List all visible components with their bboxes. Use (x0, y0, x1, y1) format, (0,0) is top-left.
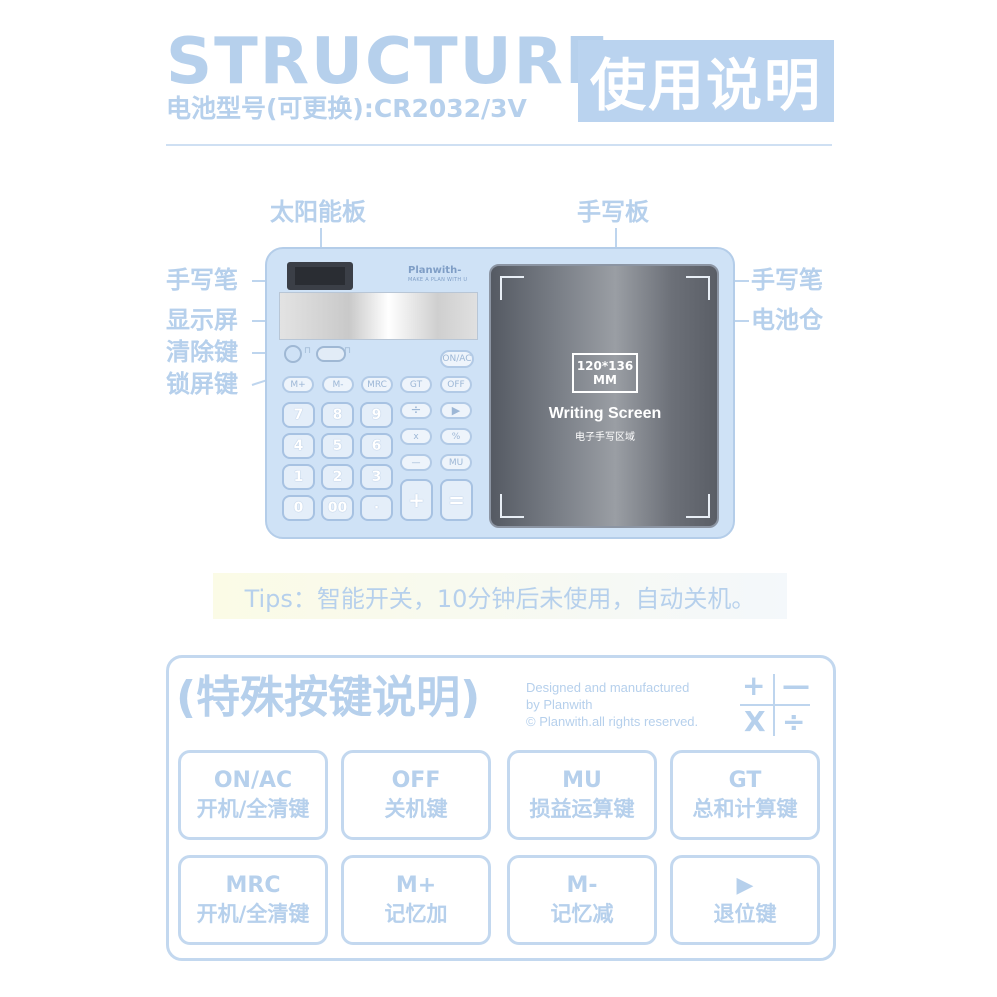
screen-size-unit: MM (593, 373, 617, 387)
play-icon: ▶ (736, 873, 754, 898)
screen-size-value: 120*136 (576, 358, 634, 373)
credits-line: Designed and manufactured (526, 680, 690, 695)
special-key-name: GT (728, 768, 762, 793)
key-7[interactable]: 7 (282, 402, 315, 428)
key-00[interactable]: 00 (321, 495, 354, 521)
key-m-minus[interactable]: M- (322, 376, 354, 393)
key-mu[interactable]: MU (440, 454, 472, 471)
key-minus[interactable]: — (400, 454, 432, 471)
special-keys-panel (166, 655, 836, 961)
special-key-m-minus: M- 记忆减 (507, 855, 657, 945)
key-9[interactable]: 9 (360, 402, 393, 428)
special-key-desc: 退位键 (713, 902, 777, 926)
key-3[interactable]: 3 (360, 464, 393, 490)
special-key-on-ac: ON/AC 开机/全清键 (178, 750, 328, 840)
operators-icon: + — X ÷ (738, 672, 812, 738)
key-2[interactable]: 2 (321, 464, 354, 490)
special-key-name: ON/AC (213, 768, 293, 793)
screen-corner-br (686, 494, 710, 518)
plus-icon: + (742, 669, 766, 702)
lock-screen-switch[interactable] (316, 346, 346, 362)
divide-icon: ÷ (782, 705, 806, 738)
key-percent[interactable]: % (440, 428, 472, 445)
screen-corner-tr (686, 276, 710, 300)
special-key-mu: MU 损益运算键 (507, 750, 657, 840)
special-key-desc: 开机/全清键 (196, 797, 310, 821)
callout-lock-key: 锁屏键 (166, 370, 238, 398)
key-mrc[interactable]: MRC (361, 376, 393, 393)
multiply-icon: X (744, 705, 766, 738)
special-keys-title: (特殊按键说明) (176, 672, 481, 723)
tips-banner: Tips：智能开关，10分钟后未使用，自动关机。 (213, 573, 787, 619)
solar-panel (287, 262, 353, 290)
usage-instructions-badge: 使用说明 (578, 40, 834, 122)
key-multiply[interactable]: x (400, 428, 432, 445)
callout-battery-line (735, 320, 749, 322)
screen-corner-tl (500, 276, 524, 300)
callout-clear-key: 清除键 (166, 338, 238, 366)
callout-solar-panel: 太阳能板 (270, 198, 366, 226)
key-plus[interactable]: + (400, 479, 433, 521)
callout-stylus-right: 手写笔 (751, 266, 823, 294)
key-backspace[interactable]: ▶ (440, 402, 472, 419)
key-divide[interactable]: ÷ (400, 402, 432, 419)
callout-display: 显示屏 (166, 306, 238, 334)
callout-stylus-right-line (735, 280, 749, 282)
writing-screen-label: Writing Screen (548, 405, 662, 422)
brand-logo: Planwith- (408, 265, 462, 276)
key-equals[interactable]: = (440, 479, 473, 521)
special-key-m-plus: M+ 记忆加 (341, 855, 491, 945)
special-key-desc: 损益运算键 (529, 797, 635, 821)
key-gt[interactable]: GT (400, 376, 432, 393)
special-key-name: M- (566, 873, 598, 898)
credits-line: by Planwith (526, 697, 593, 712)
key-off[interactable]: OFF (440, 376, 472, 393)
special-key-name: MRC (225, 873, 281, 898)
battery-model-subtitle: 电池型号(可更换):CR2032/3V (166, 94, 527, 123)
special-key-mrc: MRC 开机/全清键 (178, 855, 328, 945)
special-key-name: OFF (391, 768, 441, 793)
key-0[interactable]: 0 (282, 495, 315, 521)
page-title: STRUCTURE (166, 25, 611, 99)
special-key-desc: 开机/全清键 (196, 902, 310, 926)
writing-screen-label-cn: 电子手写区域 (575, 432, 635, 443)
key-6[interactable]: 6 (360, 433, 393, 459)
key-dot[interactable]: · (360, 495, 393, 521)
special-key-gt: GT 总和计算键 (670, 750, 820, 840)
special-key-desc: 记忆加 (384, 902, 448, 926)
lcd-display (279, 292, 478, 340)
header-divider (166, 144, 832, 146)
writing-screen[interactable] (489, 264, 719, 528)
callout-handwriting-board: 手写板 (577, 198, 649, 226)
screen-corner-bl (500, 494, 524, 518)
minus-icon: — (782, 669, 810, 702)
callout-battery-bay: 电池仓 (751, 306, 823, 334)
key-m-plus[interactable]: M+ (282, 376, 314, 393)
credits-line: © Planwith.all rights reserved. (526, 714, 699, 729)
key-5[interactable]: 5 (321, 433, 354, 459)
operators-divider-h (740, 704, 810, 706)
special-key-name: M+ (395, 873, 437, 898)
key-8[interactable]: 8 (321, 402, 354, 428)
special-key-desc: 关机键 (384, 797, 448, 821)
special-key-desc: 总和计算键 (692, 797, 798, 821)
lock-icon: ⊓ (344, 346, 352, 356)
key-1[interactable]: 1 (282, 464, 315, 490)
special-key-backspace: ▶ 退位键 (670, 855, 820, 945)
special-key-desc: 记忆减 (550, 902, 614, 926)
screen-size-box: 120*136 MM (572, 353, 638, 393)
brand-tagline: MAKE A PLAN WITH U (408, 277, 468, 283)
special-key-off: OFF 关机键 (341, 750, 491, 840)
callout-stylus-left: 手写笔 (166, 266, 238, 294)
key-4[interactable]: 4 (282, 433, 315, 459)
clear-key-icon[interactable] (284, 345, 302, 363)
credits: Designed and manufactured by Planwith © … (526, 679, 698, 730)
unlock-icon: ⊓ (304, 346, 312, 356)
callout-stylus-left-line (252, 280, 266, 282)
key-on-ac[interactable]: ON/AC (440, 350, 474, 368)
special-key-name: MU (562, 768, 602, 793)
